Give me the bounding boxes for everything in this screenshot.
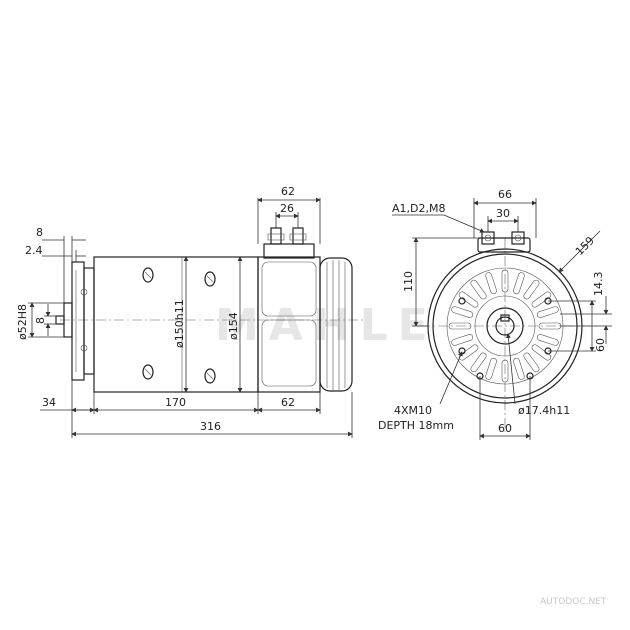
pole-bolts <box>142 267 216 384</box>
end-view: A1,D2,M8 66 30 110 159 14.3 60 <box>378 188 612 440</box>
end-terminal-block <box>477 237 531 253</box>
shaft-circle <box>495 316 515 336</box>
pole-bolt-icon <box>142 364 154 380</box>
pole-bolt-icon <box>142 267 154 283</box>
dim-top-26: 26 <box>280 202 294 215</box>
dim-8-top: 8 <box>36 226 43 239</box>
dim-34: 34 <box>42 396 56 409</box>
vent-slots <box>326 260 346 390</box>
dim-14-3: 14.3 <box>592 272 605 297</box>
terminal-cover <box>261 261 317 317</box>
dim-a1d2m8: A1,D2,M8 <box>392 202 445 215</box>
flange-bolt-icon <box>80 288 88 296</box>
watermark-brand: MAHLE <box>215 300 438 351</box>
flange-bolt-icon <box>80 344 88 352</box>
dim-60-vertical: 60 <box>594 338 607 352</box>
terminal-stud-icon <box>292 227 304 245</box>
dim-60-bottom: 60 <box>498 422 512 435</box>
end-flange <box>71 261 85 381</box>
dim-phi52: ø52H8 <box>16 304 29 340</box>
radial-vent-slots <box>448 269 562 383</box>
dim-110: 110 <box>402 271 415 292</box>
dim-phi150: ø150h11 <box>173 299 186 348</box>
side-view: 62 26 8 2.4 ø52H8 8 ø150h11 ø154 <box>16 185 365 438</box>
end-cap <box>319 257 353 392</box>
pole-bolt-icon <box>204 368 216 384</box>
commutator-cover <box>261 319 317 387</box>
pole-bolt-icon <box>204 271 216 287</box>
shaft-stub <box>55 315 65 325</box>
dim-62-bottom: 62 <box>281 396 295 409</box>
dim-2-4: 2.4 <box>25 244 43 257</box>
dim-30: 30 <box>496 207 510 220</box>
terminal-stud-icon <box>270 227 282 245</box>
end-mount-holes <box>458 297 552 380</box>
mount-hole-icon <box>458 347 466 355</box>
shaft-key <box>500 314 510 322</box>
dim-phi154: ø154 <box>227 312 240 340</box>
dim-170: 170 <box>165 396 186 409</box>
vent-inner-circle <box>474 295 536 357</box>
dim-66: 66 <box>498 188 512 201</box>
dim-8-shaft: 8 <box>34 317 47 324</box>
watermark-site: AUTODOC.NET <box>540 597 607 607</box>
dim-phi17-4: ø17.4h11 <box>518 404 570 417</box>
dim-4xm10: 4XM10 <box>394 404 432 417</box>
hub-circle <box>486 307 524 345</box>
dim-top-62: 62 <box>281 185 295 198</box>
dim-316: 316 <box>200 420 221 433</box>
terminal-block <box>263 243 315 259</box>
end-shield <box>83 267 95 375</box>
terminal-studs <box>267 227 307 245</box>
mount-hole-icon <box>458 297 466 305</box>
dim-depth: DEPTH 18mm <box>378 419 454 432</box>
